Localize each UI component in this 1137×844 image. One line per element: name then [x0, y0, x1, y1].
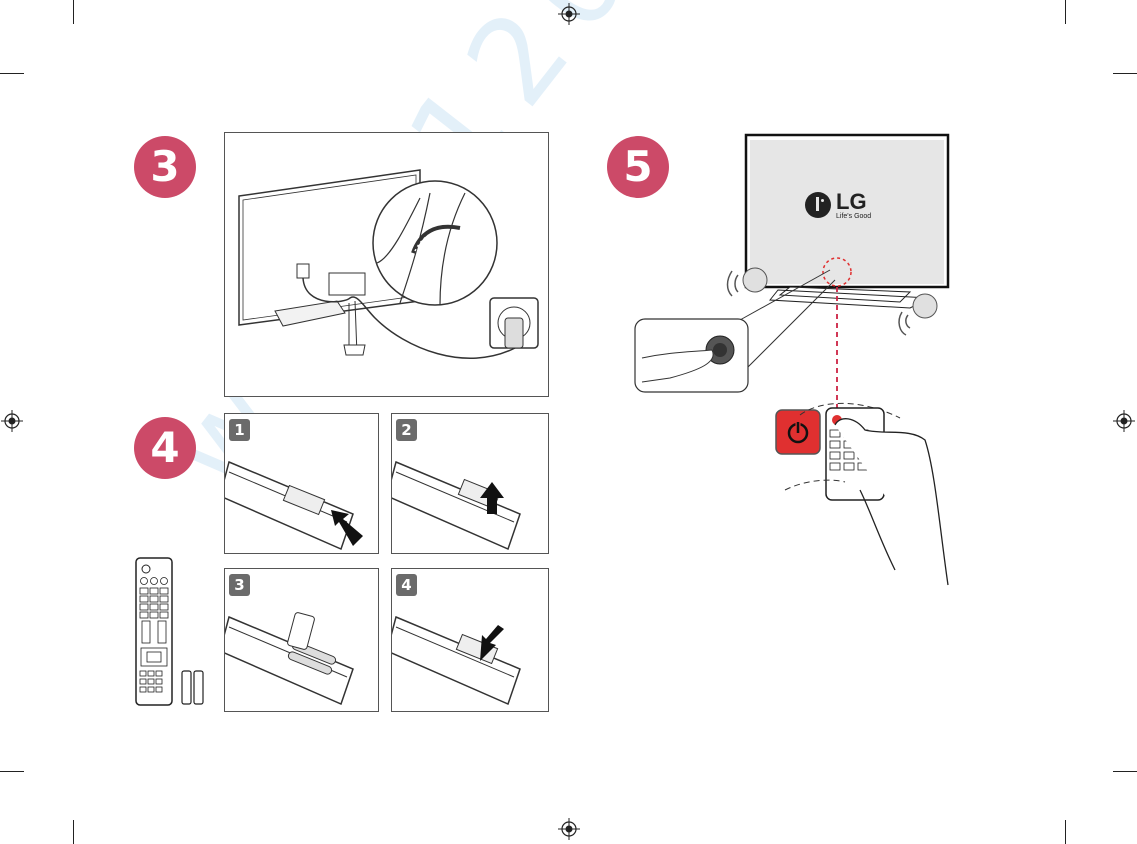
battery-step-4-panel: 4 — [391, 568, 549, 712]
battery-step-3-badge: 3 — [229, 574, 250, 596]
crop-mark — [73, 0, 74, 24]
step-4-badge: 4 — [134, 417, 196, 479]
registration-mark-icon — [558, 3, 580, 25]
crop-mark — [1113, 771, 1137, 772]
lg-brand-text: LG — [836, 189, 867, 214]
lg-tagline: Life's Good — [836, 213, 872, 220]
battery-step-2-panel: 2 — [391, 413, 549, 554]
crop-mark — [0, 771, 24, 772]
crop-mark — [1065, 0, 1066, 24]
crop-mark — [1113, 73, 1137, 74]
speaker-icon — [898, 293, 938, 336]
step-5-power-on-illustration — [634, 133, 950, 586]
crop-mark — [1065, 820, 1066, 844]
registration-mark-icon — [1113, 410, 1135, 432]
registration-mark-icon — [1, 410, 23, 432]
lg-logo: LG Life's Good — [805, 189, 895, 225]
speaker-icon — [726, 267, 768, 297]
step-3-cable-illustration — [224, 132, 549, 397]
battery-step-4-badge: 4 — [396, 574, 417, 596]
crop-mark — [73, 820, 74, 844]
registration-mark-icon — [558, 818, 580, 840]
crop-mark — [0, 73, 24, 74]
power-icon — [787, 422, 809, 444]
battery-step-3-panel: 3 — [224, 568, 379, 712]
step-5-badge: 5 — [607, 136, 669, 198]
remote-and-batteries-illustration — [135, 557, 204, 706]
battery-step-1-badge: 1 — [229, 419, 250, 441]
battery-step-2-badge: 2 — [396, 419, 417, 441]
battery-step-1-panel: 1 — [224, 413, 379, 554]
lg-logo-icon — [805, 192, 831, 218]
step-3-badge: 3 — [134, 136, 196, 198]
